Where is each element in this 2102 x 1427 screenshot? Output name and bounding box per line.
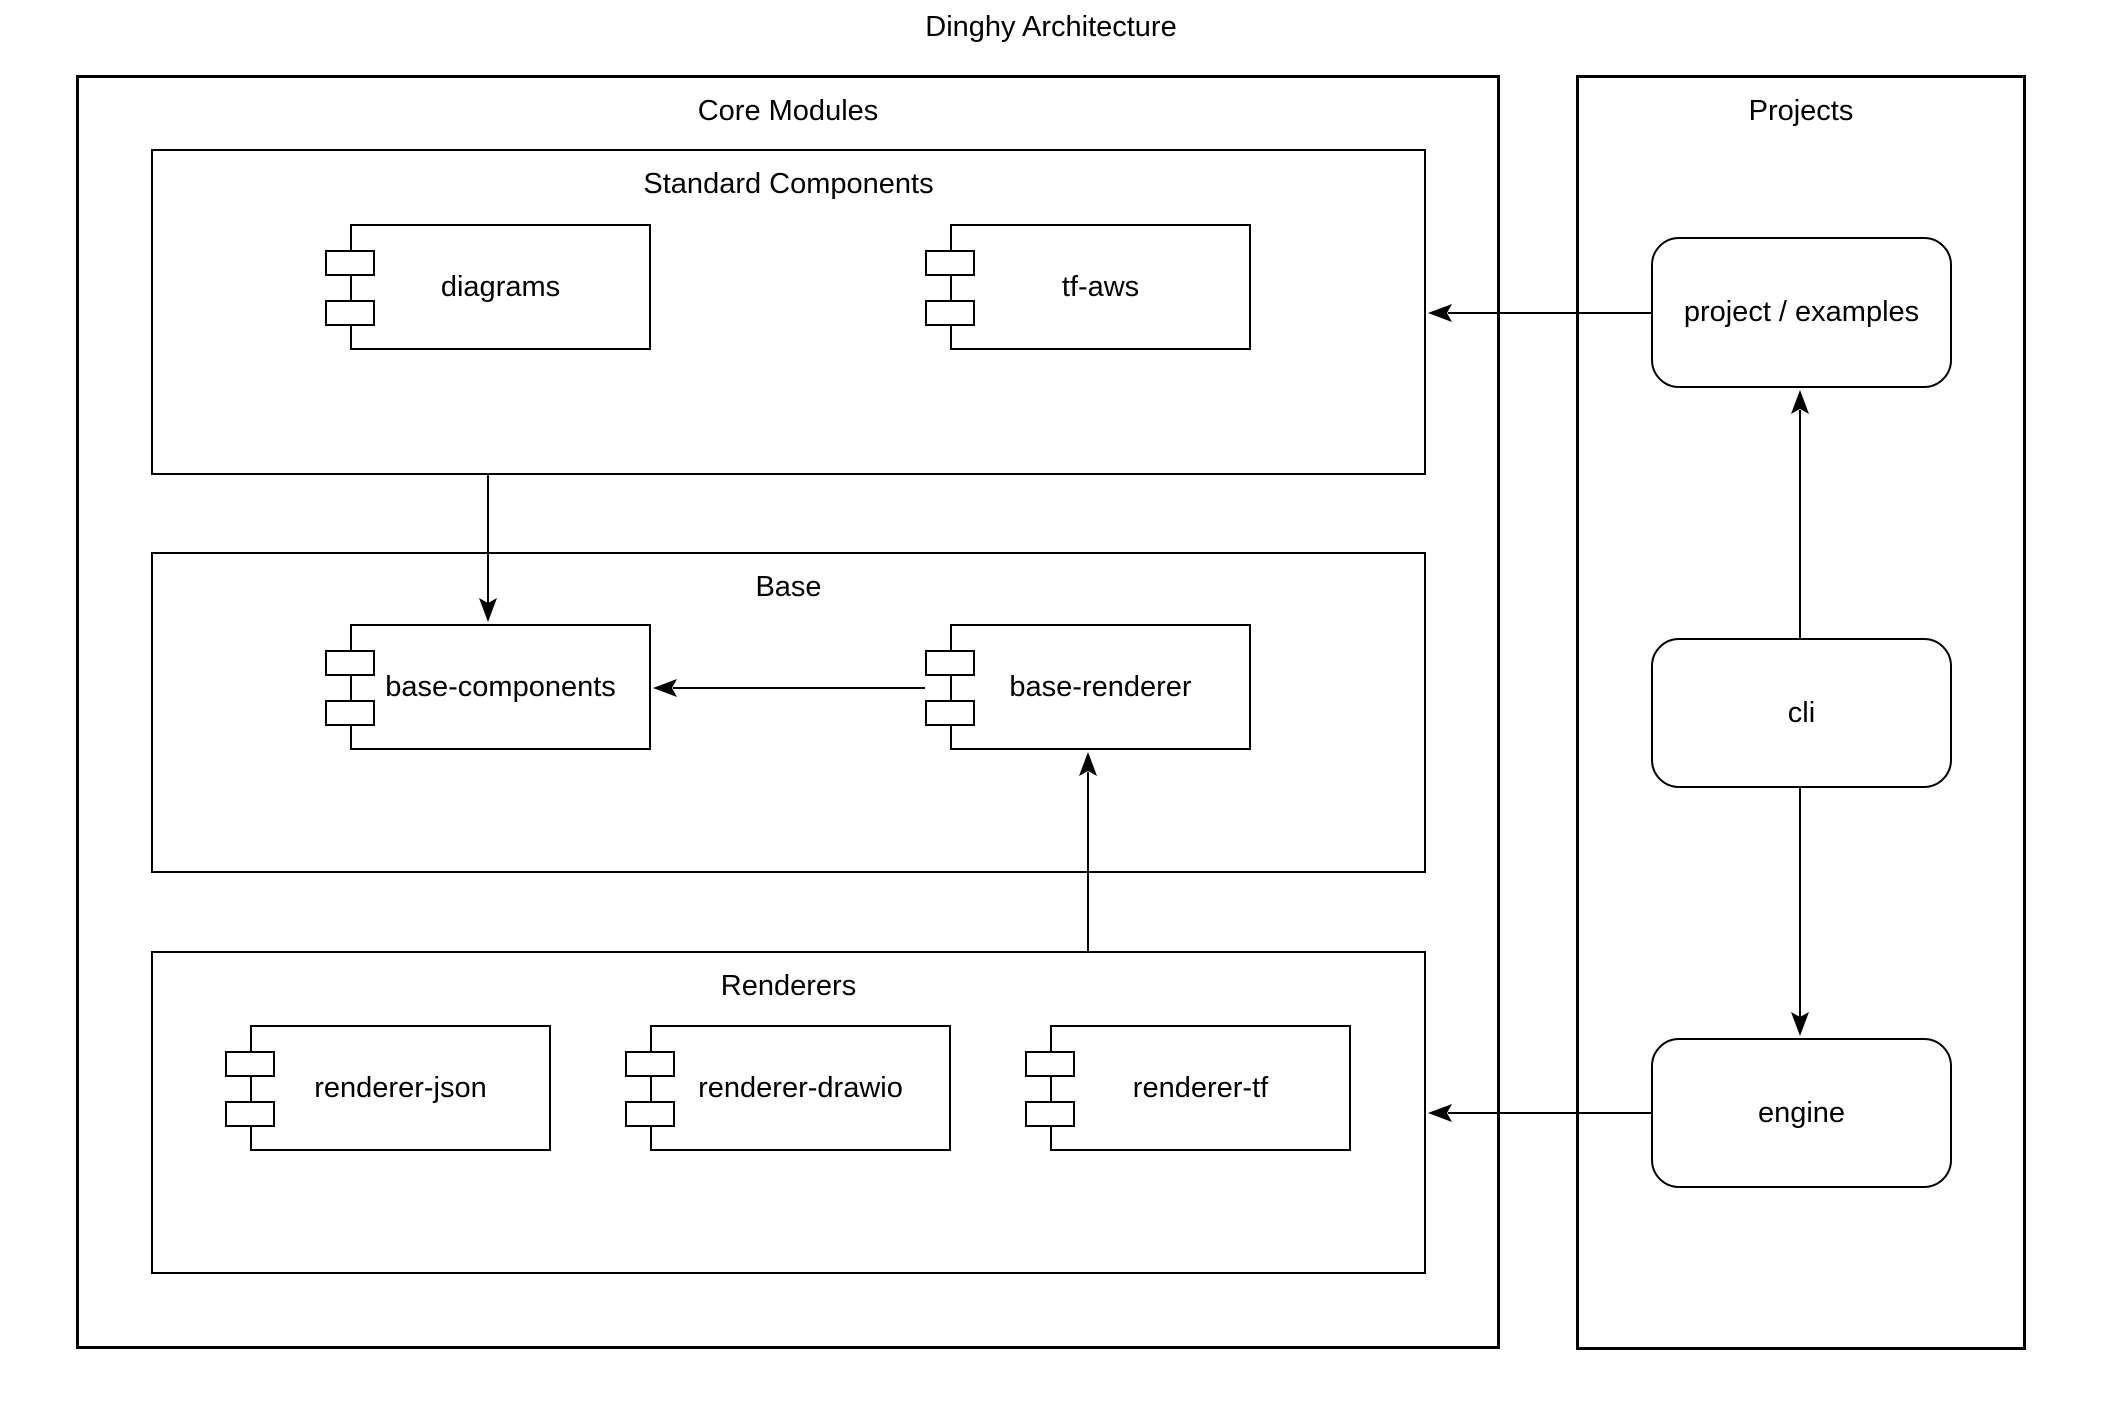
component-tf-aws-label: tf-aws [1061,270,1140,303]
uml-component-tab-icon [1025,1051,1075,1077]
group-projects-label: Projects [1748,95,1854,127]
node-engine-label: engine [1757,1096,1846,1129]
group-standard-components-label: Standard Components [643,168,934,200]
uml-component-tab-icon [925,700,975,726]
diagram-title: Dinghy Architecture [925,11,1177,43]
group-core-modules: Core Modules [76,75,1500,1349]
uml-component-tab-icon [325,650,375,676]
uml-component-tab-icon [925,650,975,676]
component-diagrams-label: diagrams [440,270,561,303]
component-diagrams: diagrams [325,224,651,350]
component-tf-aws: tf-aws [925,224,1251,350]
node-project-examples: project / examples [1651,237,1952,388]
uml-component-tab-icon [325,250,375,276]
node-cli-label: cli [1787,696,1816,729]
uml-component-tab-icon [625,1101,675,1127]
component-base-components: base-components [325,624,651,750]
group-base-label: Base [755,571,822,603]
component-base-components-label: base-components [385,670,616,703]
group-renderers-label: Renderers [720,970,857,1002]
group-core-modules-label: Core Modules [697,95,879,127]
node-cli: cli [1651,638,1952,788]
group-projects: Projects [1576,75,2026,1350]
group-standard-components: Standard Components [151,149,1426,475]
uml-component-tab-icon [225,1101,275,1127]
group-base: Base [151,552,1426,873]
uml-component-tab-icon [625,1051,675,1077]
node-project-examples-label: project / examples [1683,296,1920,328]
node-engine: engine [1651,1038,1952,1188]
component-renderer-json-label: renderer-json [314,1071,487,1104]
uml-component-tab-icon [1025,1101,1075,1127]
component-renderer-json: renderer-json [225,1025,551,1151]
component-base-renderer-label: base-renderer [1009,670,1192,703]
group-renderers: Renderers [151,951,1426,1274]
uml-component-tab-icon [325,300,375,326]
uml-component-tab-icon [225,1051,275,1077]
component-base-renderer: base-renderer [925,624,1251,750]
component-renderer-tf-label: renderer-tf [1132,1071,1269,1104]
component-renderer-drawio-label: renderer-drawio [698,1071,903,1104]
uml-component-tab-icon [325,700,375,726]
component-renderer-drawio: renderer-drawio [625,1025,951,1151]
uml-component-tab-icon [925,250,975,276]
uml-component-tab-icon [925,300,975,326]
component-renderer-tf: renderer-tf [1025,1025,1351,1151]
